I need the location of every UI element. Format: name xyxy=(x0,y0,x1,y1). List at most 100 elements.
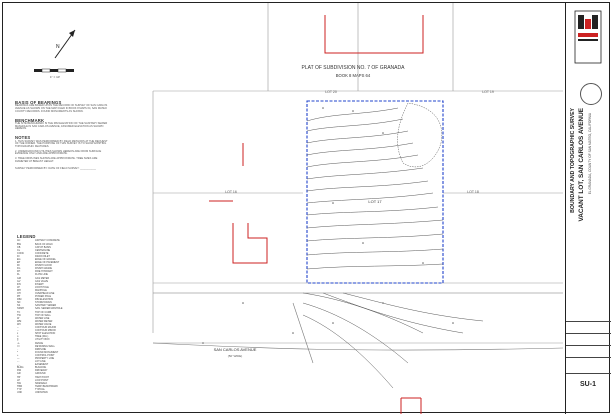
benchmark-heading: BENCHMARK xyxy=(15,117,45,123)
plat-title-1: PLAT OF SUBDIVISION NO. 7 OF GRANADA xyxy=(302,65,406,71)
legend-description: WATER VALVE xyxy=(35,322,52,326)
legend-description: OVERHEAD LINE xyxy=(35,292,55,295)
legend-description: FLOW LINE xyxy=(35,273,48,277)
legend-description: INVERT xyxy=(35,282,44,286)
legend-item: []UTILITY BOX xyxy=(17,338,87,341)
legend-symbol: TW xyxy=(17,313,21,317)
scale-label: 1" = 10' xyxy=(50,75,60,79)
legend-description: SAN. SEWER MANHOLE xyxy=(35,307,63,311)
legend-description: HIGH POINT xyxy=(35,375,49,379)
legend-symbol: PP xyxy=(17,295,21,299)
note-item: 2. UNDERGROUND UTILITIES SHOWN HEREON AR… xyxy=(15,149,102,156)
legend-description: FIRE HYDRANT xyxy=(35,270,53,274)
legend-symbol: WM xyxy=(17,319,22,323)
legend-description: ASPHALT CONCRETE xyxy=(35,239,60,243)
benchmark-text: THE SITE BENCHMARK IS THE RIM ELEVATION … xyxy=(15,121,108,131)
legend-description: PROPERTY LINE xyxy=(35,356,55,360)
date-row xyxy=(566,333,611,345)
legend-description: GAS METER xyxy=(35,276,50,280)
legend-symbol: EG xyxy=(17,257,21,261)
spot-elevations xyxy=(202,107,454,344)
legend-item: ..DRIPLINE xyxy=(17,348,87,351)
legend-symbol: MH xyxy=(17,288,21,292)
lot-18-label: LOT 18 xyxy=(467,190,479,194)
legend-description: CONTOUR MAJOR xyxy=(35,326,57,330)
survey-type: BOUNDARY AND TOPOGRAPHIC SURVEY xyxy=(570,108,576,213)
contour-lines xyxy=(302,107,484,389)
legend-symbol: HP xyxy=(17,375,21,379)
legend-symbol: FG xyxy=(17,267,21,271)
legend-description: FINISH GRADE xyxy=(35,267,53,271)
bearings-text: BEARINGS ARE BASED UPON THE RECORD OF SU… xyxy=(15,104,108,113)
legend-item: _._EASEMENT xyxy=(17,363,87,366)
legend-symbol: LP xyxy=(17,378,20,382)
legend-symbol: FL xyxy=(17,273,20,277)
lot-17-label: LOT 17 xyxy=(368,199,382,204)
checked-row xyxy=(566,357,611,369)
legend-description: RETAINING WALL xyxy=(35,344,55,348)
legend-item: HP HIGH POINT xyxy=(17,376,87,379)
legend-symbol: GM xyxy=(17,276,21,280)
legend-symbol: INV xyxy=(17,282,21,286)
legend-symbol: GV xyxy=(17,279,21,283)
legend-symbol: AC xyxy=(17,239,21,243)
legend-symbol: TBM xyxy=(17,384,23,388)
legend-description: FENCE xyxy=(35,341,44,345)
legend-symbol: _._ xyxy=(17,363,21,367)
legend-description: WATER LINE xyxy=(35,316,50,320)
divider xyxy=(566,373,611,374)
note-item: 3. TREE DRIPLINES SHOWN ARE APPROXIMATE.… xyxy=(15,157,98,163)
site-plan: N 1" = 10' xyxy=(34,3,563,414)
legend-item: ---PROPERTY LINE xyxy=(17,357,87,360)
svg-text:N: N xyxy=(56,44,60,50)
legend-symbol: FH xyxy=(17,270,21,274)
legend-symbol: EP xyxy=(17,261,21,265)
legend-description: POWER POLE xyxy=(35,295,52,299)
legend-symbol: SD xyxy=(17,301,21,305)
adjacent-lot-lines xyxy=(152,3,563,344)
legend-item: -- CONTOUR MINOR xyxy=(17,329,87,332)
legend-description: UNKNOWN xyxy=(35,391,48,394)
firm-logo-icon xyxy=(569,9,607,67)
existing-buildings xyxy=(209,15,424,414)
legend-symbol: -x- xyxy=(17,341,20,345)
legend-description: DRAIN INLET xyxy=(35,254,50,258)
notes-heading: NOTES xyxy=(15,135,31,141)
revision-row xyxy=(566,321,611,333)
legend-symbol: FF xyxy=(17,264,20,268)
legend-description: DRIPLINE xyxy=(35,347,47,351)
legend-symbol: -- xyxy=(17,329,19,333)
legend-item: FL FLOW LINE xyxy=(17,273,87,276)
professional-stamp-icon xyxy=(580,83,602,105)
legend-description: CONTOUR MINOR xyxy=(35,329,56,333)
tree-dripline xyxy=(397,102,443,168)
legend-description: CENTERLINE xyxy=(35,248,51,252)
project-location: EL GRANADA, COUNTY OF SAN MATEO, CALIFOR… xyxy=(588,113,592,195)
legend-symbol: DW xyxy=(17,369,21,373)
legend-item: FG FINISH GRADE xyxy=(17,267,87,270)
legend-description: EDGE OF PAVEMENT xyxy=(35,261,60,265)
legend-item: ==RETAINING WALL xyxy=(17,345,87,348)
plat-title-2: BOOK 8 MAPS 64 xyxy=(336,73,371,78)
san-carlos-avenue xyxy=(152,292,563,364)
legend-description: CATCH BASIN xyxy=(35,245,51,249)
